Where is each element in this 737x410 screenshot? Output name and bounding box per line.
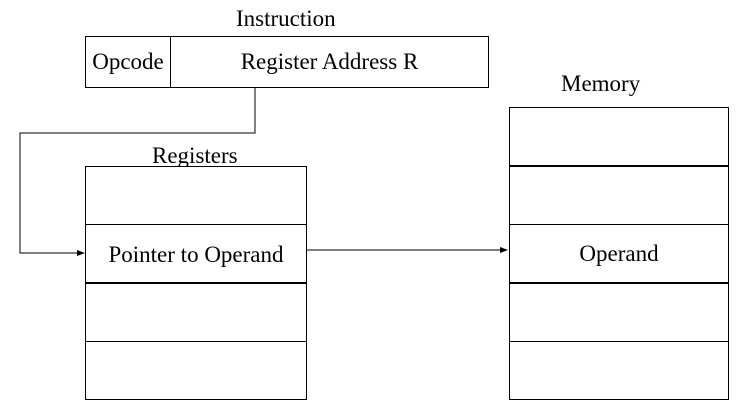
memory-table: Operand: [509, 107, 729, 400]
memory-cell: [510, 342, 728, 399]
registers-title: Registers: [152, 143, 238, 168]
memory-title: Memory: [561, 71, 641, 96]
register-cell: [86, 167, 306, 225]
memory-cell: [510, 284, 728, 342]
instruction-title: Instruction: [236, 6, 336, 31]
registers-table: Pointer to Operand: [85, 166, 307, 400]
memory-cell: [510, 167, 728, 225]
register-cell: [86, 284, 306, 342]
register-address-field: Register Address R: [240, 49, 419, 74]
instruction-box: Opcode Register Address R: [85, 36, 489, 88]
memory-cell-operand: Operand: [510, 225, 728, 284]
opcode-field: Opcode: [86, 37, 171, 87]
register-cell-pointer: Pointer to Operand: [86, 225, 306, 284]
register-cell: [86, 342, 306, 399]
memory-cell: [510, 108, 728, 167]
instruction-to-register-arrow: [19, 88, 256, 256]
